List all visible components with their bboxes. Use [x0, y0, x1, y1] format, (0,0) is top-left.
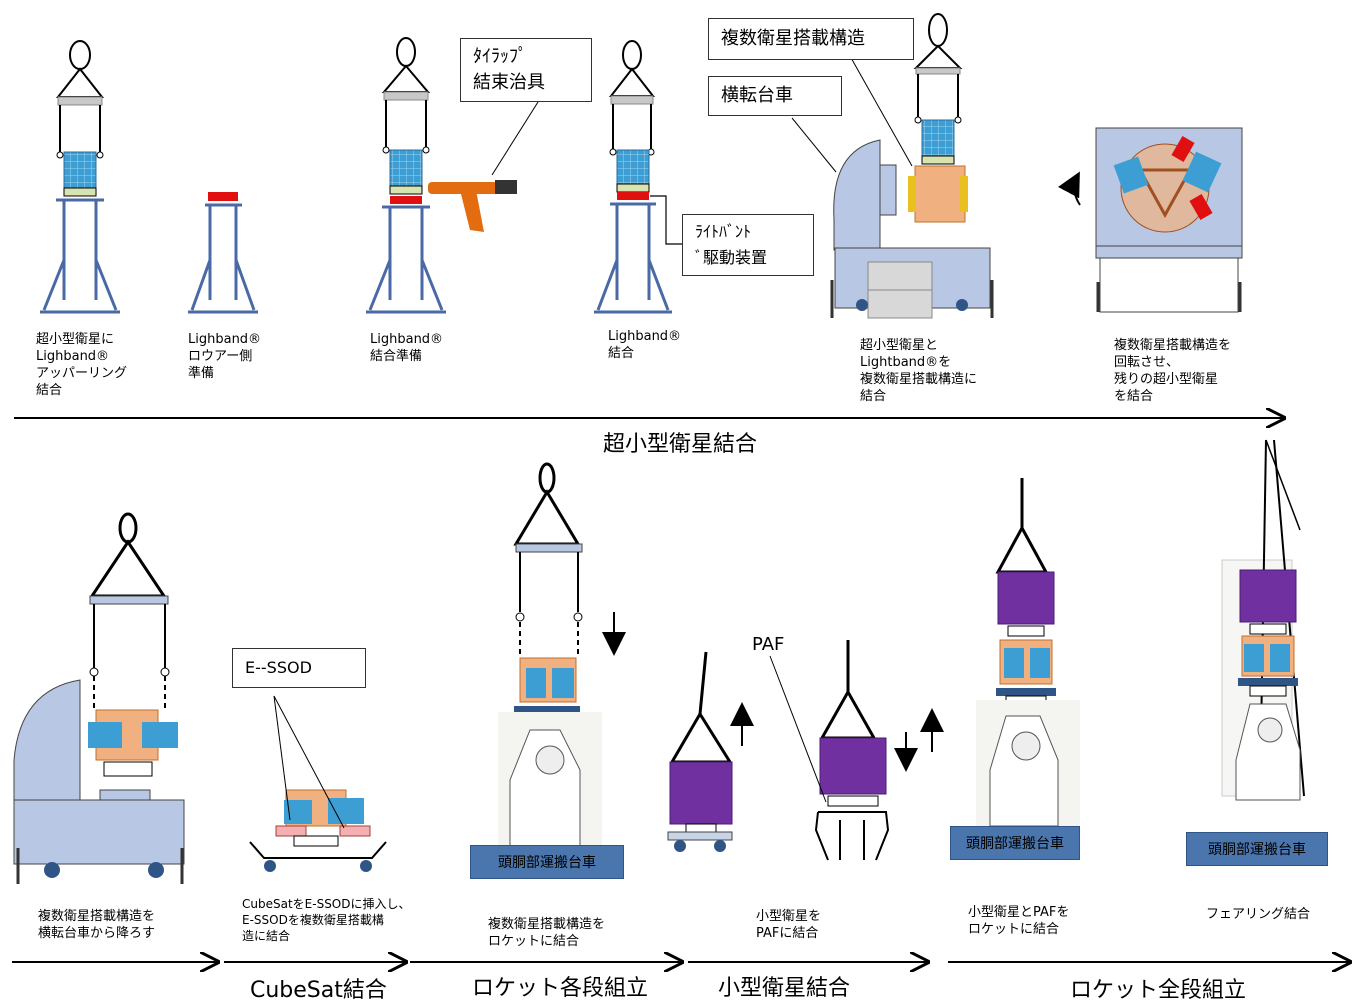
caption-step-4: Lighband® 結合 [608, 329, 682, 361]
figure-structure-to-rocket [498, 462, 626, 849]
stage-label-microsat: 超小型衛星結合 [603, 432, 758, 457]
caption-step-10: 小型衛星を PAFに結合 [756, 909, 822, 941]
figure-upper-ring-assembly [40, 40, 120, 314]
caption-step-5: 超小型衛星と Lightband®を 複数衛星搭載構造に 結合 [860, 338, 978, 404]
cart-label-1: 頭胴部運搬台車 [470, 845, 624, 879]
figure-sat-paf-to-rocket [976, 478, 1080, 827]
callout-paf: PAF [752, 634, 785, 655]
caption-step-6: 複数衛星搭載構造を 回転させ、 残りの超小型衛星 を結合 [1114, 338, 1232, 404]
caption-step-1: 超小型衛星に Lighband® アッパーリング 結合 [36, 332, 128, 398]
stage-label-full-rocket: ロケット全段組立 [1070, 978, 1247, 1003]
callout-lightband-drive: ﾗｲﾄﾊﾞﾝﾄ ﾞ駆動装置 [682, 214, 814, 276]
cart-label-3: 頭胴部運搬台車 [1186, 832, 1328, 866]
callout-essod: E--SSOD [232, 648, 366, 688]
figure-cubesat-essod [249, 695, 387, 872]
callout-turn-cart: 横転台車 [708, 76, 842, 116]
callout-multi-sat-structure: 複数衛星搭載構造 [708, 18, 914, 60]
caption-step-11: 小型衛星とPAFを ロケットに結合 [968, 905, 1070, 937]
tie-wrap-leader [491, 101, 539, 176]
figure-lower-ring-stand [188, 192, 258, 314]
caption-step-9: 複数衛星搭載構造を ロケットに結合 [488, 917, 606, 949]
caption-step-2: Lighband® ロウアー側 準備 [188, 332, 262, 381]
caption-step-7: 複数衛星搭載構造を 横転台車から降ろす [38, 909, 156, 941]
caption-step-3: Lighband® 結合準備 [370, 332, 444, 364]
figure-rotated-structure [1058, 127, 1243, 313]
stage-label-rocket-stages: ロケット各段組立 [472, 976, 649, 1001]
callout-tie-wrap: ﾀｲﾗｯﾌﾟ 結束治具 [460, 38, 592, 102]
figure-fairing [1221, 439, 1305, 801]
cart-label-2: 頭胴部運搬台車 [950, 826, 1080, 860]
caption-step-12: フェアリング結合 [1206, 907, 1311, 922]
figure-small-sat-to-paf [667, 640, 944, 861]
caption-step-8: CubeSatをE-SSODに挿入し、 E-SSODを複数衛星搭載構 造に結合 [242, 897, 411, 943]
figure-lightband-coupled [594, 40, 682, 314]
figure-turn-cart-assembly [791, 13, 994, 319]
figure-unload-structure [13, 512, 185, 884]
stage-label-cubesat: CubeSat結合 [250, 978, 387, 1003]
stage-label-smallsat: 小型衛星結合 [718, 976, 851, 1001]
figure-coupling-prep [366, 37, 517, 314]
